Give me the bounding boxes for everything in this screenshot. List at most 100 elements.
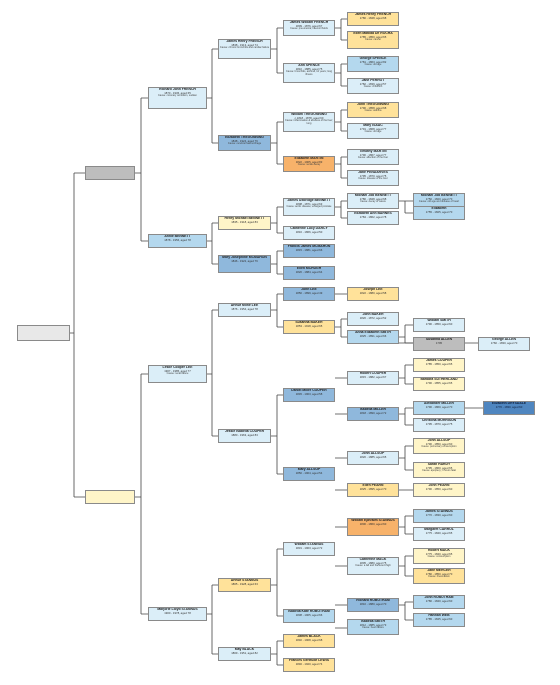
person-note: Cause: old age: [364, 130, 382, 134]
person-dates: 1782 - 1839, aged 57: [359, 81, 387, 86]
person-name: George SPENCE: [359, 56, 387, 60]
person-note: Cause: renal failure: [166, 372, 189, 376]
person-dates: 1785 - 1845, aged 60: [425, 616, 453, 621]
person-box[interactable]: [17, 325, 70, 341]
person-box[interactable]: [85, 166, 135, 180]
person-note: Cause: inflammation & abscess of the liv…: [285, 119, 333, 125]
person-dates: 1878 - 1956, aged 78: [164, 237, 191, 242]
person-dates: 1848 - 1924, aged 76: [231, 138, 258, 143]
person-name: Susanna ALLEN: [425, 337, 453, 341]
person-name: Elizabeth DRYSDALE: [491, 401, 527, 405]
person-dates: 1780 - 1848, aged 68: [359, 196, 387, 201]
person-name: Robert MACK: [427, 548, 451, 552]
person-name: John LEE: [301, 287, 317, 291]
person-dates: 1775 - 1840, aged 65: [425, 551, 453, 556]
person-name: Catherine MACK: [359, 557, 387, 561]
person-dates: 1840 - 1908, aged 68: [295, 637, 323, 642]
person-dates: 1750 - 1820, aged 70: [425, 196, 453, 201]
person-name: Arthur Milne LEE: [230, 303, 259, 307]
person-dates: 1790 - 1850, aged 60: [425, 441, 453, 446]
person-note: Cause: heart failure: [362, 626, 384, 630]
person-name: Frances Gertrude LEWIS: [289, 658, 329, 662]
person-note: Cause: chronic bronchitis and cardiac fa…: [219, 46, 270, 50]
person-box[interactable]: [85, 490, 135, 504]
person-note: Cause: old age and disease of heart: [418, 200, 460, 204]
person-dates: 1845 - 1903, aged 58: [295, 391, 323, 396]
person-dates: 1822 - 1905, aged 83: [295, 159, 323, 164]
person-dates: 1825 - 1895, aged 70: [359, 486, 387, 491]
person-name: Jane PENDARVES: [358, 170, 388, 174]
person-dates: 1846 - 1922, aged 76: [231, 258, 258, 263]
person-name: Jessie Isabella COUPER: [224, 429, 265, 433]
